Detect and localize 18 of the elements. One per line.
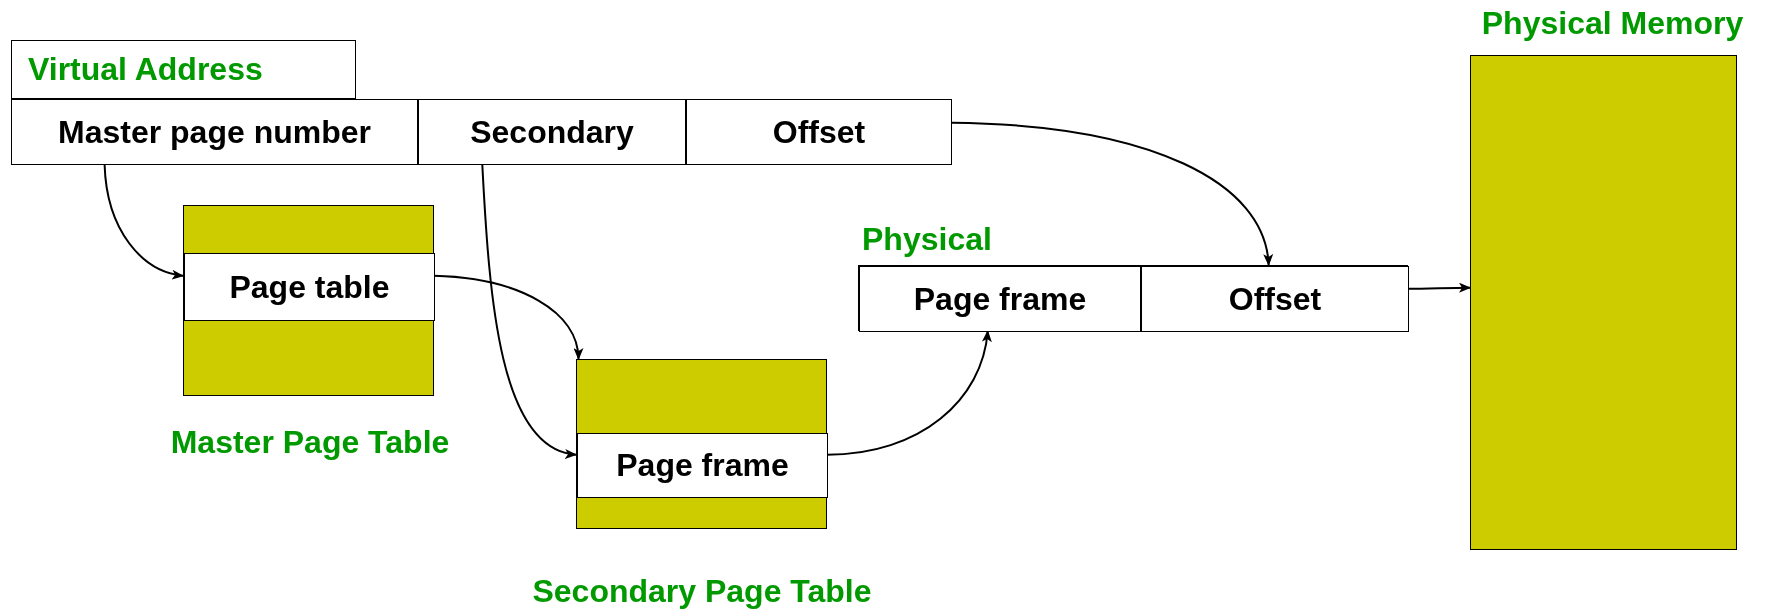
address-field: Master page number bbox=[11, 99, 418, 165]
table-title: Secondary Page Table bbox=[531, 572, 873, 610]
arrow bbox=[826, 330, 992, 456]
address-field: Offset bbox=[1141, 266, 1409, 332]
address-field: Offset bbox=[686, 99, 952, 165]
address-title: Physical bbox=[862, 220, 992, 258]
table-entry: Page frame bbox=[577, 433, 828, 498]
memory-title: Physical Memory bbox=[1480, 4, 1745, 42]
table-title: Master Page Table bbox=[169, 423, 451, 461]
arrow bbox=[103, 164, 184, 279]
address-field: Page frame bbox=[859, 266, 1141, 332]
table-entry: Page table bbox=[184, 253, 435, 321]
arrow bbox=[951, 121, 1272, 266]
address-title-tab: Virtual Address bbox=[11, 40, 356, 99]
arrow bbox=[433, 274, 583, 360]
arrow bbox=[481, 164, 577, 458]
address-field: Secondary bbox=[418, 99, 686, 165]
arrow bbox=[1407, 282, 1471, 293]
